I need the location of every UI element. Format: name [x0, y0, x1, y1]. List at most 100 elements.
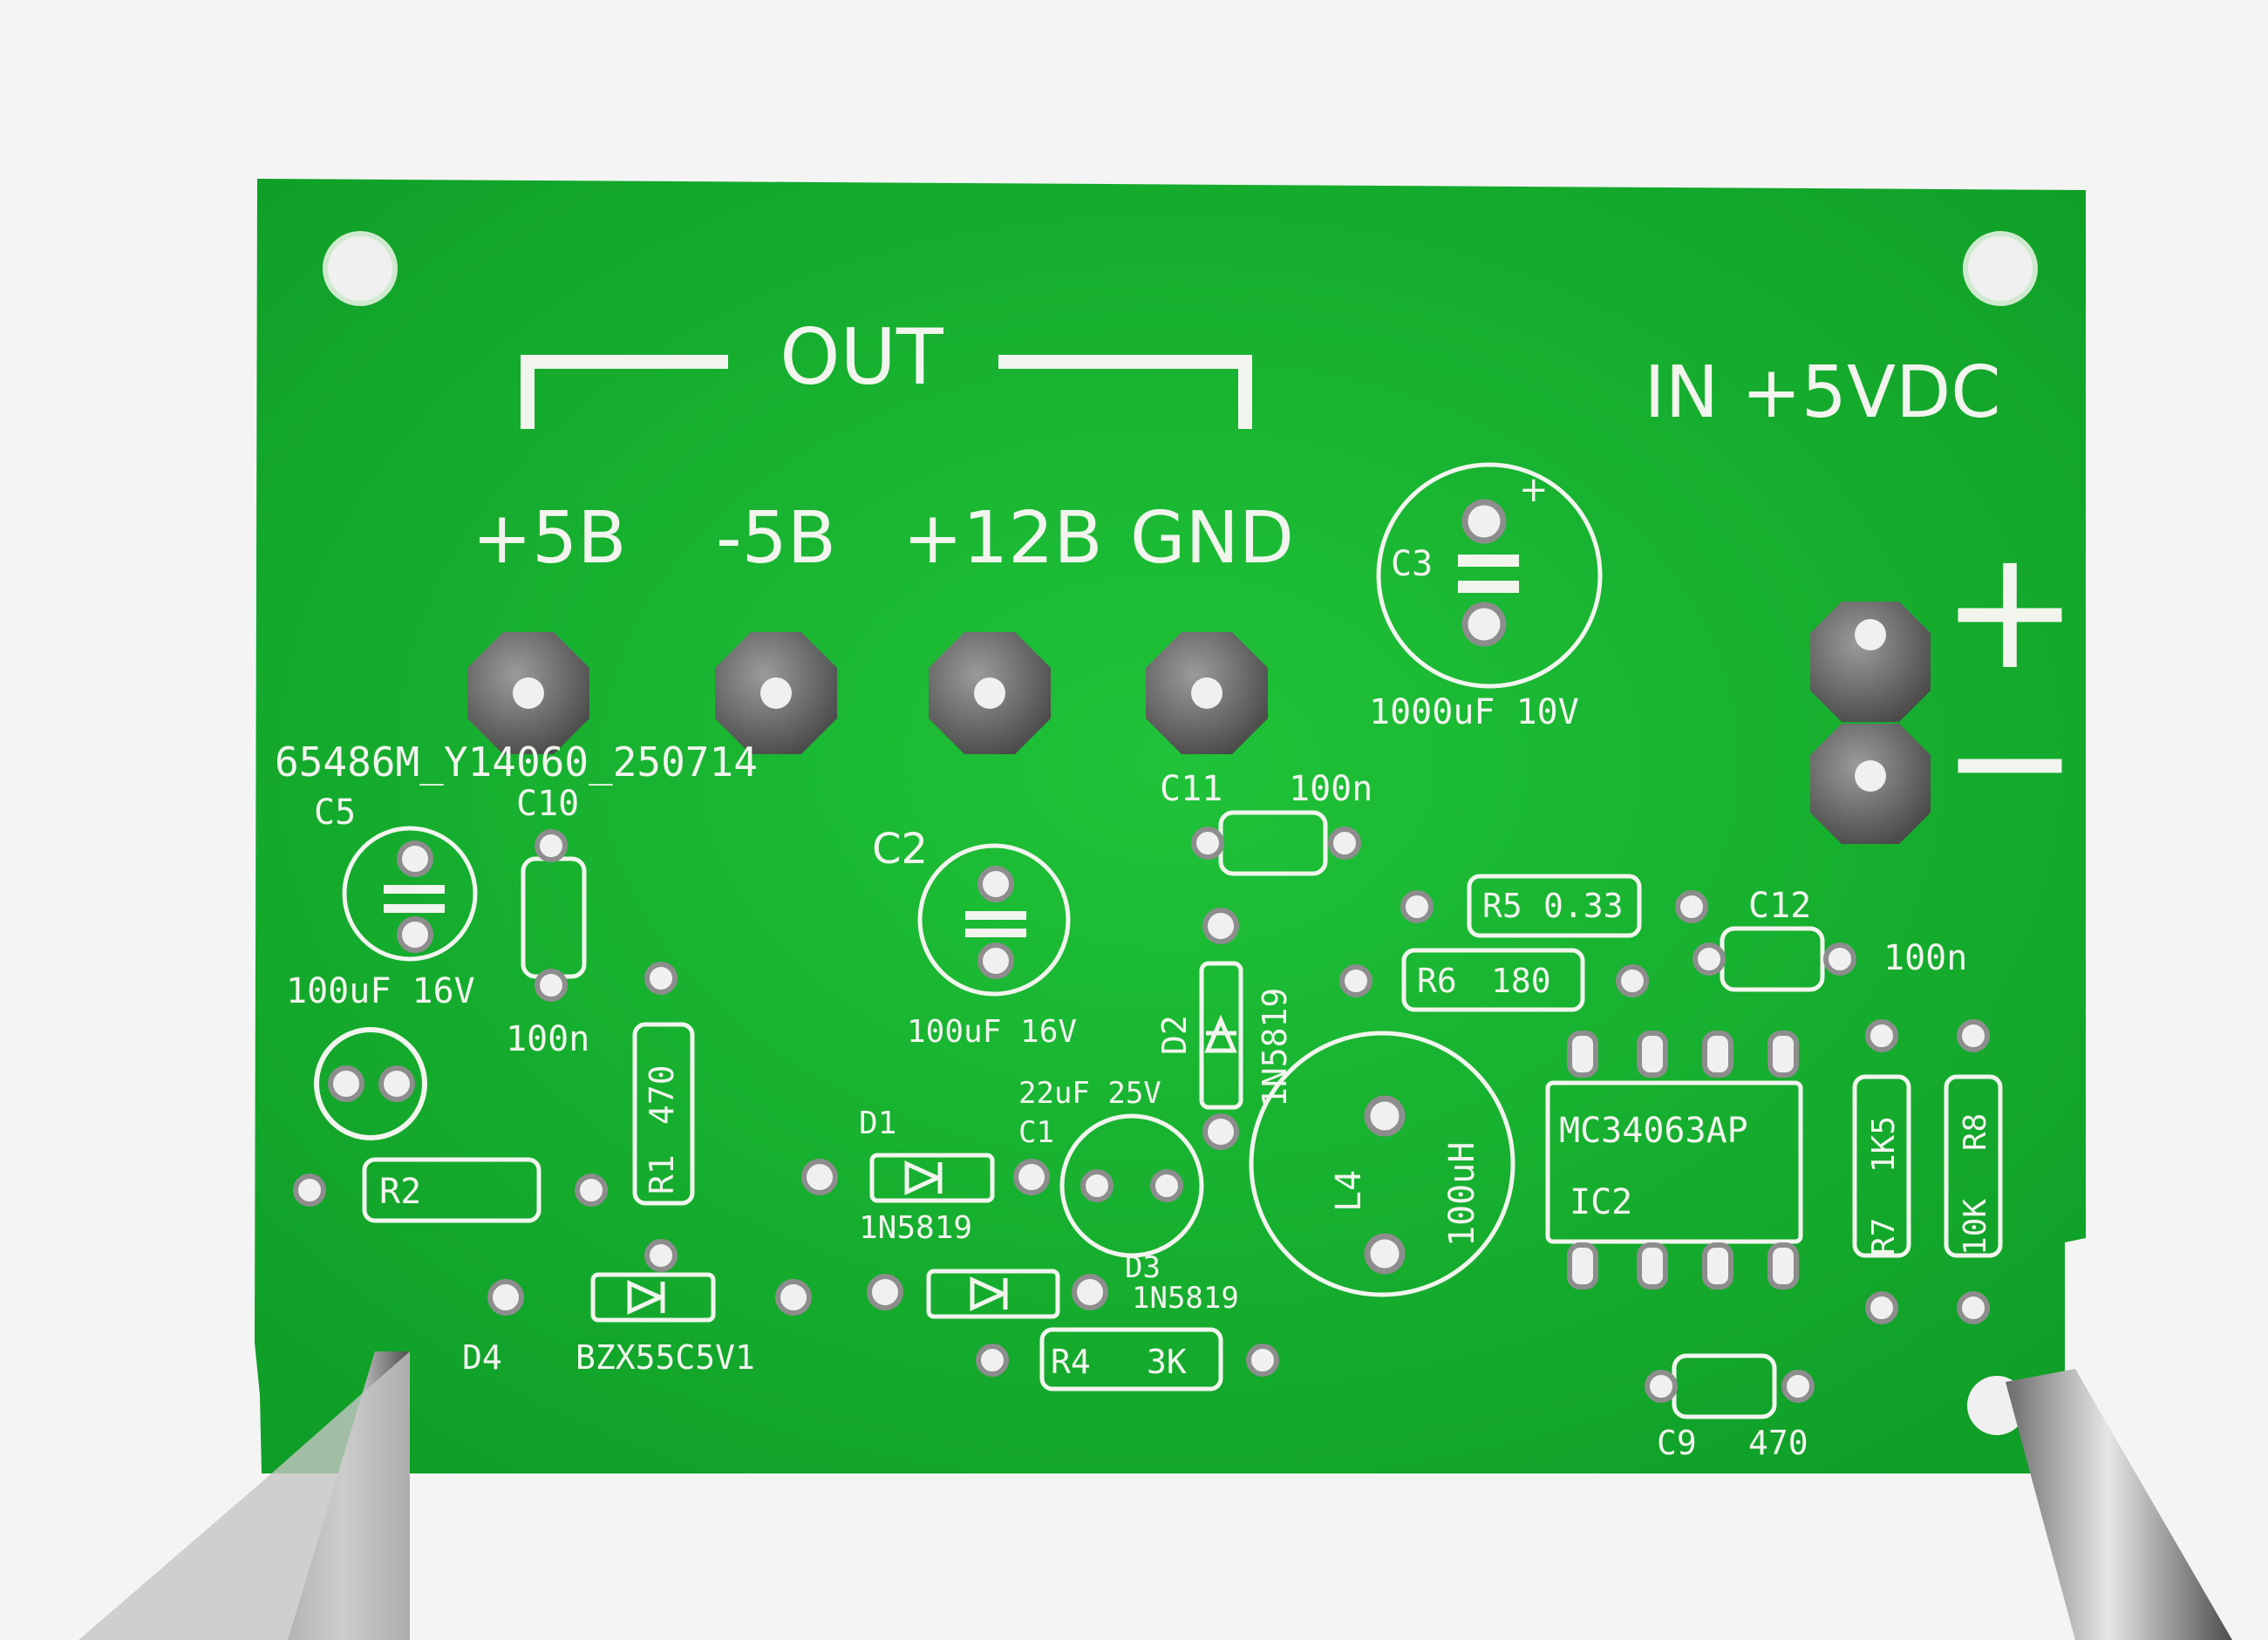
c5-pad-top[interactable]: [397, 840, 433, 877]
c5-label: C5: [314, 793, 356, 833]
c12-value: 100n: [1883, 938, 1967, 978]
c12-pad-right[interactable]: [1823, 942, 1856, 976]
c3-value: 1000uF 10V: [1369, 692, 1579, 732]
d4-outline: [590, 1272, 716, 1323]
r8-outline: [1944, 1074, 2003, 1258]
mounting-hole-right: [1963, 231, 2038, 306]
r1-outline: [632, 1022, 695, 1206]
r5-pad-right[interactable]: [1675, 890, 1708, 923]
r5-outline: [1467, 874, 1642, 938]
r8-pad-top[interactable]: [1957, 1019, 1990, 1052]
input-minus-sign: −: [1940, 664, 2079, 857]
mounting-hole-left: [323, 231, 398, 306]
c9-pad-left[interactable]: [1645, 1370, 1678, 1403]
d2-symbol: [1204, 1014, 1237, 1053]
c2-pad-top[interactable]: [977, 866, 1014, 902]
r4-value: 3K: [1147, 1343, 1187, 1381]
output-label-gnd: GND: [1130, 497, 1294, 580]
l4-pad-bottom[interactable]: [1364, 1233, 1406, 1275]
ic2-outline: [1545, 1080, 1803, 1244]
r1-pad-bottom[interactable]: [644, 1239, 678, 1272]
c3-plus-mark: +: [1519, 470, 1549, 510]
r6-outline: [1401, 948, 1585, 1012]
c2-value: 100uF 16V: [907, 1014, 1077, 1050]
r8-value: 10K: [1958, 1199, 1993, 1256]
d2-label: D2: [1155, 1015, 1194, 1055]
output-pad-plus5[interactable]: [467, 632, 589, 754]
r5-label: R5: [1482, 887, 1522, 925]
r8-pad-bottom[interactable]: [1957, 1291, 1990, 1324]
l4-value: 100uH: [1442, 1142, 1482, 1247]
d3-symbol: [970, 1276, 1009, 1311]
r7-pad-bottom[interactable]: [1865, 1291, 1898, 1324]
r2-pad-left[interactable]: [293, 1174, 326, 1207]
out-bracket: [521, 355, 1252, 429]
c1-pad-left[interactable]: [1080, 1169, 1114, 1202]
r4-outline: [1039, 1327, 1223, 1392]
d3-value: 1N5819: [1132, 1281, 1239, 1316]
r1-pad-top[interactable]: [644, 962, 678, 995]
ic2-label: IC2: [1570, 1182, 1632, 1222]
c3-label: C3: [1391, 544, 1433, 584]
ic2-pins-bottom[interactable]: [1567, 1242, 1799, 1290]
r6-label: R6: [1417, 962, 1457, 1000]
r5-pad-left[interactable]: [1400, 890, 1434, 923]
input-pad-minus[interactable]: [1810, 724, 1931, 844]
l4-outline: [1249, 1031, 1515, 1297]
d1-symbol: [904, 1160, 943, 1195]
c3-pad-top[interactable]: [1461, 499, 1507, 544]
c10-label: C10: [516, 784, 579, 824]
r6-pad-right[interactable]: [1616, 964, 1649, 997]
c9-pad-right[interactable]: [1781, 1370, 1815, 1403]
c3-pad-bottom[interactable]: [1461, 602, 1507, 647]
r8-label: R8: [1958, 1113, 1993, 1151]
r4-pad-right[interactable]: [1246, 1344, 1279, 1377]
d2-pad-bottom[interactable]: [1202, 1113, 1239, 1150]
c5-symbol-2: [384, 904, 445, 913]
input-pad-plus[interactable]: [1810, 602, 1931, 722]
d4-pad-right[interactable]: [775, 1279, 812, 1316]
c1-outline: [1059, 1113, 1204, 1258]
r4-pad-left[interactable]: [976, 1344, 1009, 1377]
c2-pad-bottom[interactable]: [977, 942, 1014, 979]
q-pad-left[interactable]: [328, 1065, 364, 1102]
output-pad-minus5[interactable]: [715, 632, 837, 754]
d3-outline: [926, 1269, 1060, 1319]
d1-pad-right[interactable]: [1013, 1159, 1050, 1195]
d1-pad-left[interactable]: [801, 1159, 838, 1195]
c1-pad-right[interactable]: [1150, 1169, 1183, 1202]
d1-outline: [869, 1153, 995, 1203]
c12-pad-left[interactable]: [1692, 942, 1726, 976]
c2-symbol-2: [965, 929, 1026, 937]
c10-pad-bottom[interactable]: [535, 969, 568, 1002]
c3-symbol-top: [1458, 555, 1519, 567]
r4-label: R4: [1051, 1343, 1091, 1381]
q-pad-right[interactable]: [378, 1065, 415, 1102]
d3-label: D3: [1125, 1250, 1161, 1285]
c10-pad-top[interactable]: [535, 829, 568, 862]
c5-pad-bottom[interactable]: [397, 916, 433, 953]
d4-pad-left[interactable]: [487, 1279, 524, 1316]
output-pad-gnd[interactable]: [1146, 632, 1268, 754]
c3-symbol-bottom: [1458, 581, 1519, 593]
c11-pad-right[interactable]: [1328, 827, 1361, 860]
d3-pad-left[interactable]: [867, 1274, 903, 1310]
l4-label: L4: [1329, 1170, 1369, 1212]
ic2-pins-top[interactable]: [1567, 1031, 1799, 1078]
r6-pad-left[interactable]: [1339, 964, 1372, 997]
d2-pad-top[interactable]: [1202, 908, 1239, 944]
l4-pad-top[interactable]: [1364, 1095, 1406, 1137]
q-outline: [314, 1027, 427, 1140]
d2-outline: [1199, 961, 1243, 1110]
clip-right: [2006, 1369, 2232, 1640]
c11-pad-left[interactable]: [1191, 827, 1224, 860]
r7-outline: [1852, 1074, 1911, 1258]
output-pad-plus12[interactable]: [929, 632, 1051, 754]
d3-pad-right[interactable]: [1072, 1274, 1108, 1310]
r2-pad-right[interactable]: [575, 1174, 608, 1207]
r7-pad-top[interactable]: [1865, 1019, 1898, 1052]
d1-label: D1: [859, 1106, 896, 1141]
c2-label: C2: [872, 825, 928, 874]
c2-outline: [917, 843, 1071, 997]
